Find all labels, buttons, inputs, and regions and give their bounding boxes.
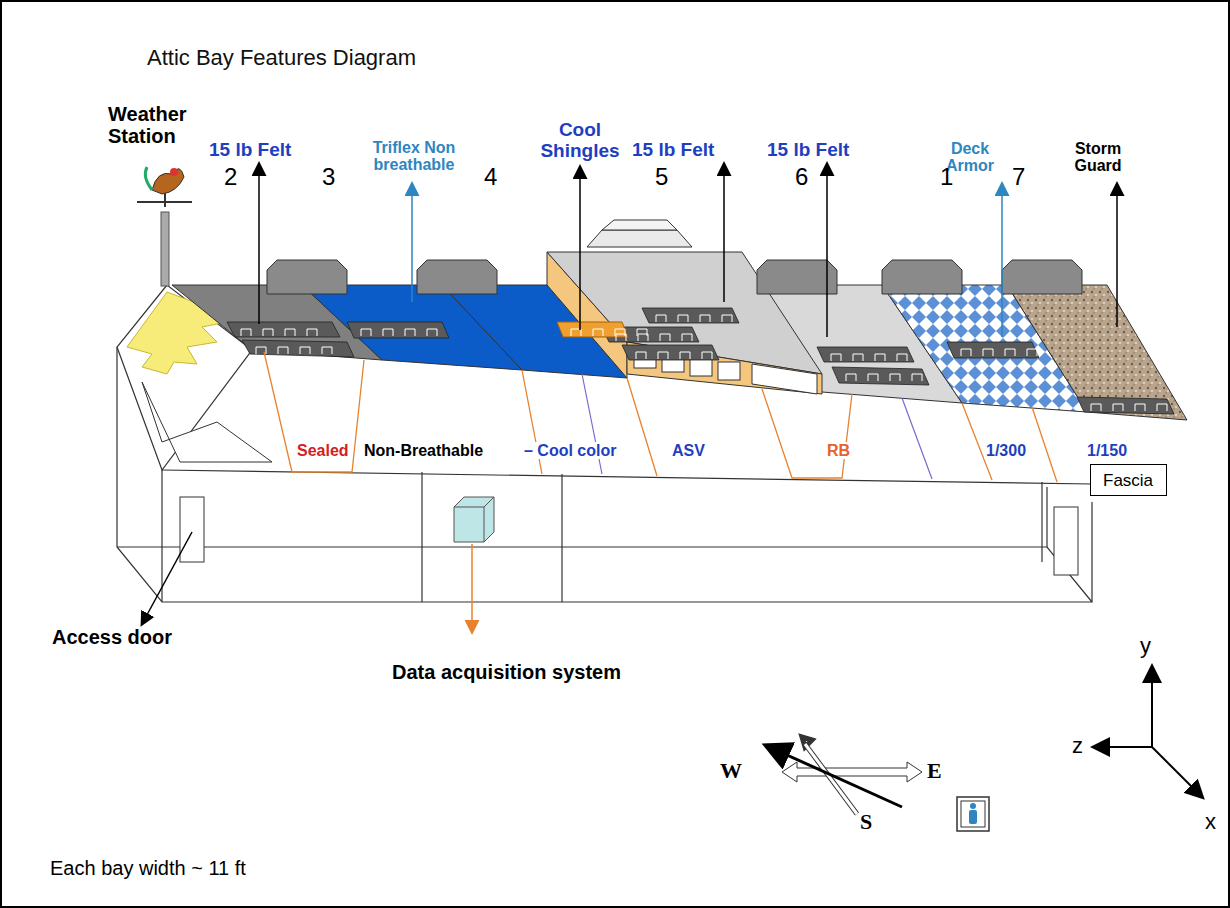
bay-number: 6: [795, 164, 808, 190]
underlay-label: 15 lb Felt: [632, 140, 714, 161]
bay-feature: Non-Breathable: [362, 442, 485, 459]
bay-feature: ASV: [670, 442, 707, 459]
underlay-label: Triflex Non breathable: [364, 139, 464, 174]
fascia-box: Fascia: [1090, 464, 1167, 496]
axis-label: z: [1072, 734, 1083, 758]
note-label: Each bay width ~ 11 ft: [50, 858, 246, 880]
callout-label: Access door: [52, 627, 172, 649]
axis-label: x: [1205, 810, 1216, 834]
bay-feature: 1/150: [1085, 442, 1129, 459]
underlay-label: 15 lb Felt: [767, 140, 849, 161]
callout-label: Data acquisition system: [392, 662, 621, 684]
bay-number: 5: [655, 164, 668, 190]
bay-feature: RB: [825, 442, 852, 459]
diagram-title: Attic Bay Features Diagram: [147, 46, 416, 70]
compass-letter: W: [720, 759, 742, 783]
bay-feature: 1/300: [984, 442, 1028, 459]
compass-letter: S: [860, 810, 872, 834]
underlay-label: Storm Guard: [1067, 140, 1129, 175]
bay-number: 7: [1012, 164, 1025, 190]
bay-number: 1: [940, 164, 953, 190]
axis-label: y: [1140, 634, 1151, 658]
compass-letter: E: [927, 759, 942, 783]
fascia-text: Fascia: [1103, 471, 1154, 491]
shingle-label: Cool Shingles: [537, 120, 623, 161]
bay-feature: – Cool color: [522, 442, 618, 459]
bay-feature: Sealed: [295, 442, 351, 459]
bay-number: 3: [322, 164, 335, 190]
bay-number: 2: [224, 164, 237, 190]
bay-number: 4: [484, 164, 497, 190]
station-label: Weather Station: [108, 104, 218, 147]
underlay-label: 15 lb Felt: [209, 140, 291, 161]
